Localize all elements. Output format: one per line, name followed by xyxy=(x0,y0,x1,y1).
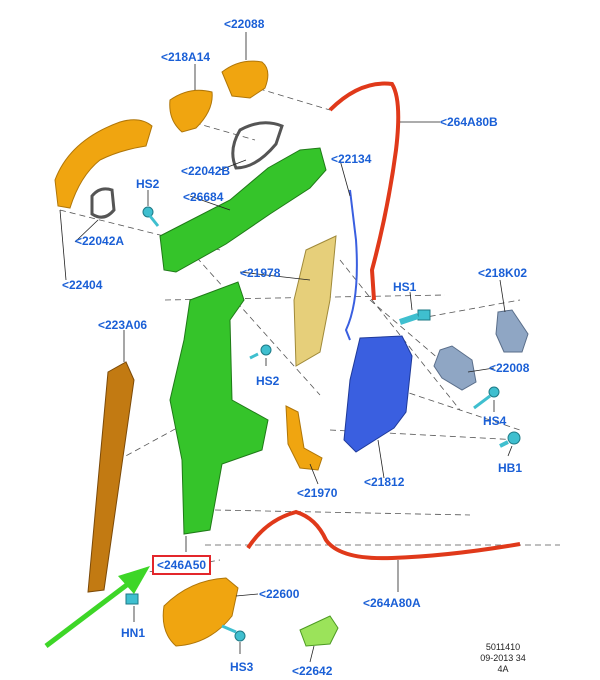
footer-reference: 5011410 09-2013 34 4A xyxy=(468,642,538,675)
bolt-HS1 xyxy=(399,309,431,325)
label-22600: <22600 xyxy=(259,587,300,601)
screw-HS3 xyxy=(221,624,246,642)
label-246A50-highlighted: <246A50 xyxy=(152,555,212,575)
inside-handle-22600 xyxy=(162,577,239,647)
label-22008: <22008 xyxy=(489,361,530,375)
label-218K02: <218K02 xyxy=(478,266,528,280)
bolt-HB1 xyxy=(499,431,521,448)
label-21978: <21978 xyxy=(240,266,281,280)
label-HB1: HB1 xyxy=(498,461,523,475)
label-HS2-mid: HS2 xyxy=(256,374,280,388)
screw-HS2-top xyxy=(142,206,160,227)
label-HN1: HN1 xyxy=(121,626,146,640)
label-HS4: HS4 xyxy=(483,414,507,428)
handle-cap-22088 xyxy=(221,60,269,99)
seal-strip-223A06 xyxy=(87,361,135,593)
shield-panel-21978 xyxy=(293,235,337,367)
label-223A06: <223A06 xyxy=(98,318,148,332)
label-22088: <22088 xyxy=(224,17,265,31)
footer-code: 5011410 xyxy=(485,642,521,652)
label-264A80A: <264A80A xyxy=(363,596,421,610)
screw-HS4 xyxy=(473,386,500,410)
handle-cover-218A14 xyxy=(169,89,213,133)
label-21970: <21970 xyxy=(297,486,338,500)
nut-HN1 xyxy=(125,593,139,605)
label-22042A: <22042A xyxy=(75,234,125,248)
label-HS1: HS1 xyxy=(393,280,417,294)
label-HS2-top: HS2 xyxy=(136,177,160,191)
cover-plate-218K02 xyxy=(495,309,529,353)
bracket-21970 xyxy=(285,405,323,471)
control-rod-22134 xyxy=(344,189,358,341)
label-22134: <22134 xyxy=(331,152,372,166)
gasket-22042A xyxy=(90,187,116,219)
cable-264A80A xyxy=(246,509,521,561)
footer-date: 09-2013 34 xyxy=(480,653,526,663)
handle-bracket-26684 xyxy=(159,147,327,273)
outside-handle-22404 xyxy=(54,119,153,209)
label-264A80B: <264A80B xyxy=(440,115,498,129)
gasket-22042B xyxy=(231,121,284,170)
door-latch-21812 xyxy=(343,335,413,453)
cable-264A80B xyxy=(328,81,401,301)
label-26684: <26684 xyxy=(183,190,224,204)
trim-cover-22642 xyxy=(299,615,339,647)
screw-HS2-mid xyxy=(249,344,272,360)
pointer-arrow xyxy=(44,566,150,648)
door-frame-246A50 xyxy=(169,281,269,535)
label-22404: <22404 xyxy=(62,278,103,292)
label-22042B: <22042B xyxy=(181,164,231,178)
footer-rev: 4A xyxy=(497,664,509,674)
label-218A14: <218A14 xyxy=(161,50,211,64)
label-22642: <22642 xyxy=(292,664,333,678)
label-21812: <21812 xyxy=(364,475,405,489)
leader-lines xyxy=(59,32,513,663)
label-HS3: HS3 xyxy=(230,660,254,674)
bracket-22008 xyxy=(433,345,477,391)
